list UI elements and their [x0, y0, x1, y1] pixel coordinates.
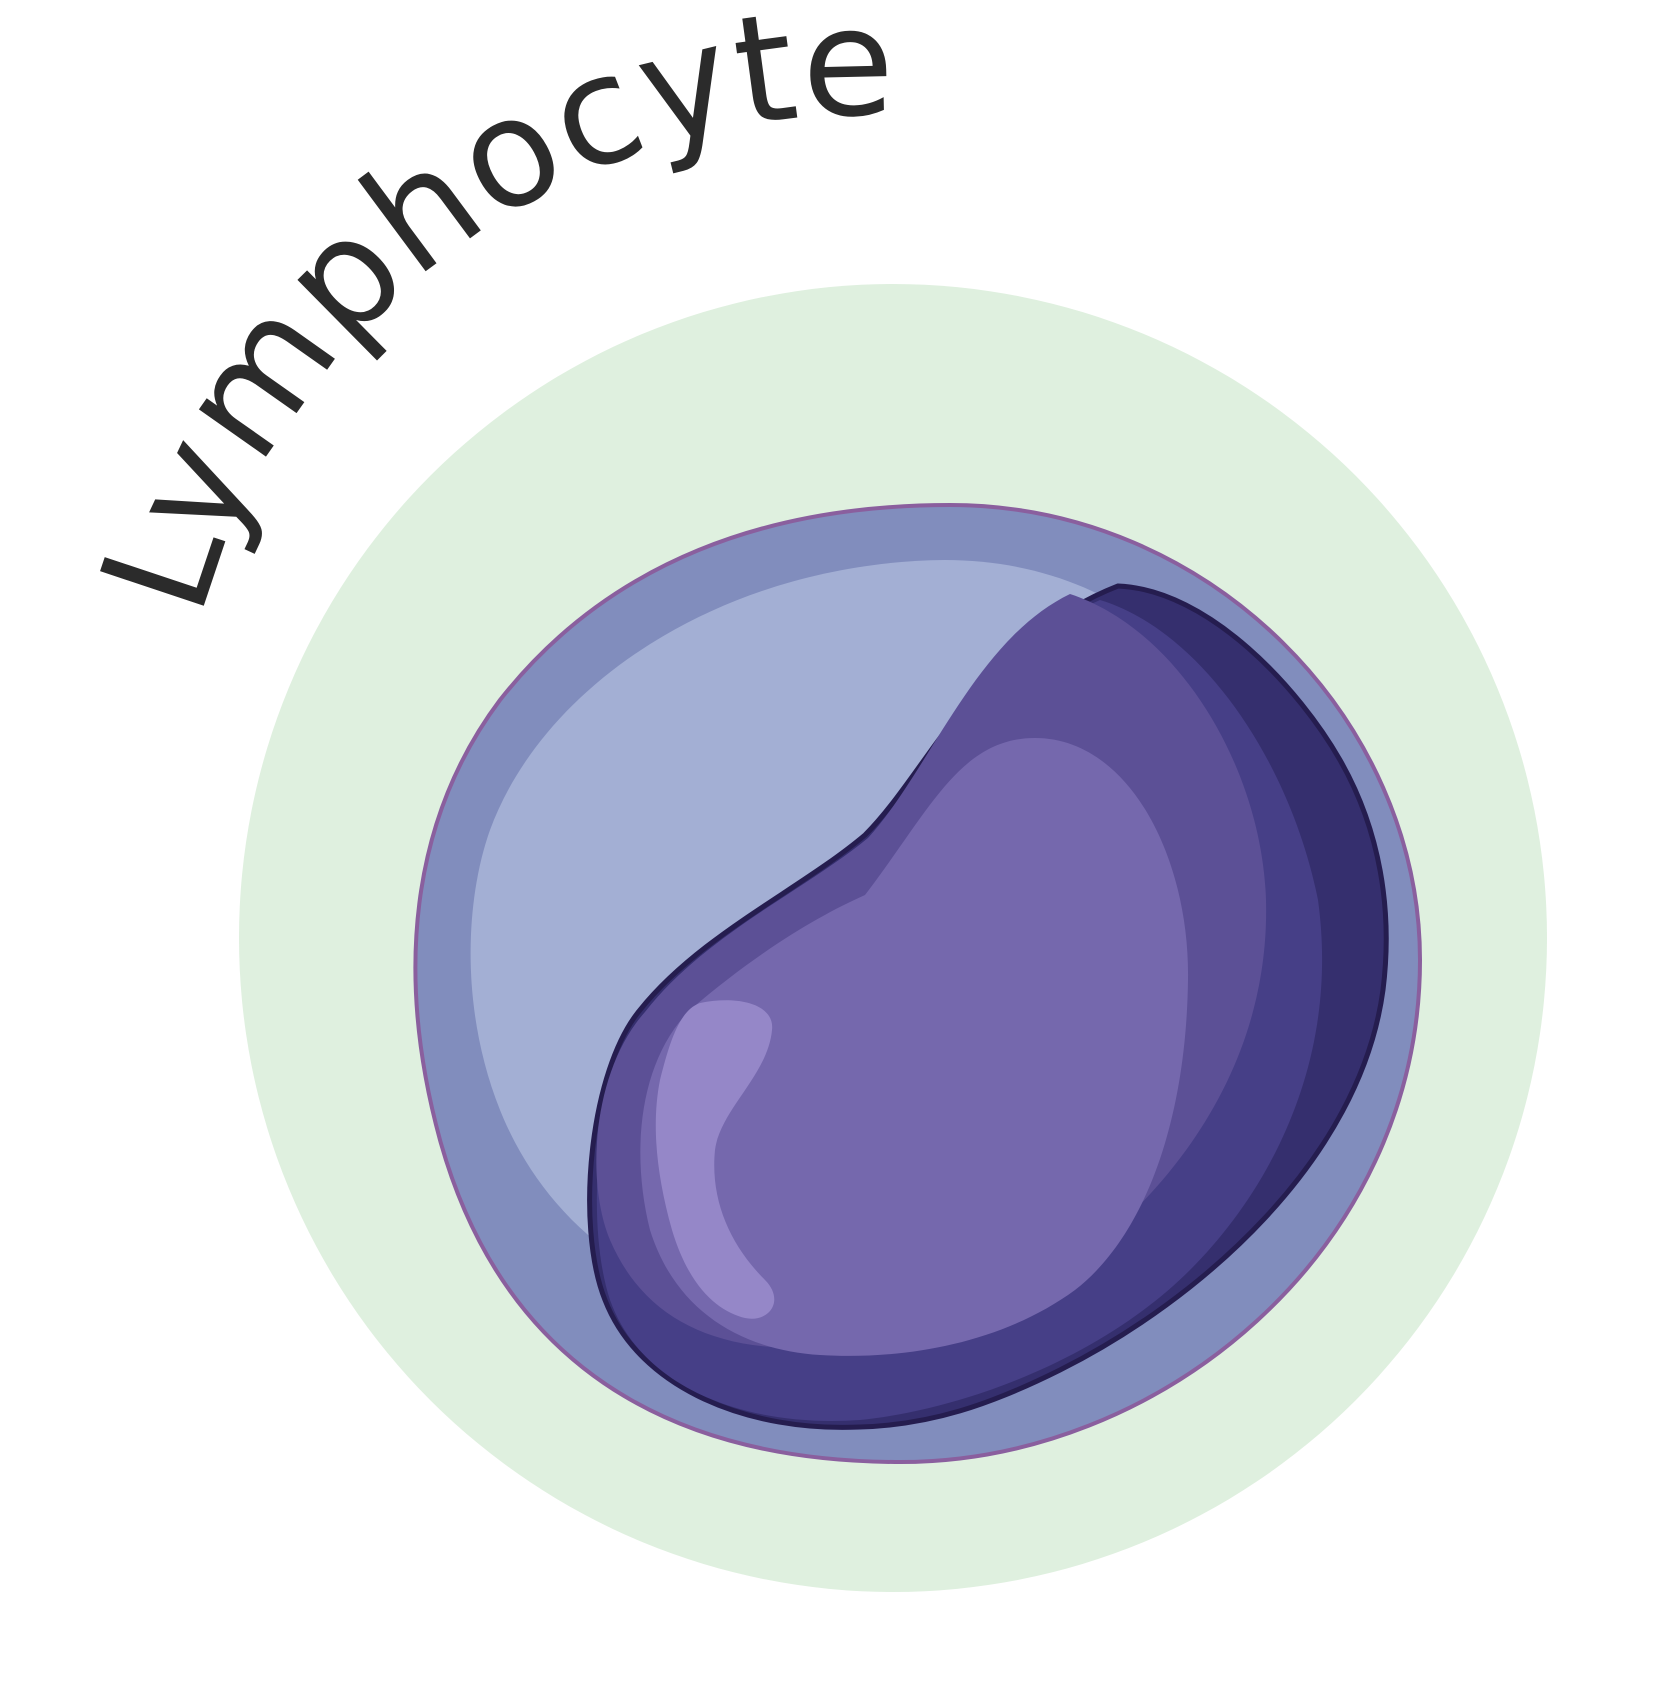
nucleus	[587, 583, 1389, 1430]
nucleus-highlight	[655, 1000, 775, 1319]
nucleus-lobe-light	[640, 738, 1189, 1356]
